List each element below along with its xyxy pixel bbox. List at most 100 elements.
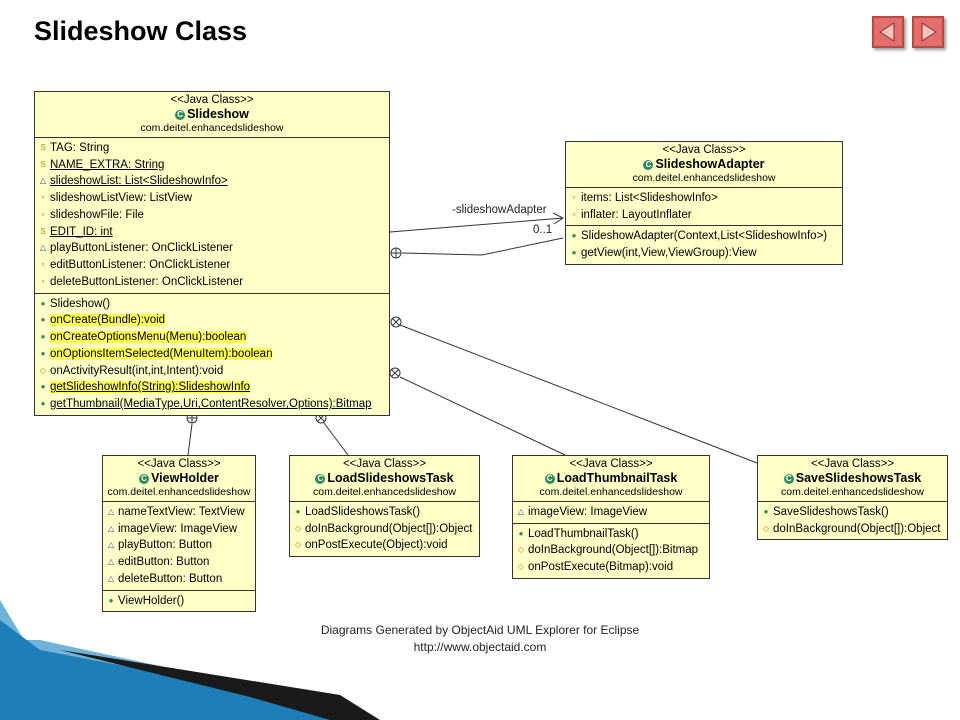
triangle-left-icon bbox=[879, 22, 895, 42]
field-row: S TAG: String bbox=[38, 140, 386, 157]
class-name-text: LoadSlideshowsTask bbox=[327, 471, 454, 485]
class-stereotype: <<Java Class>> bbox=[569, 458, 653, 470]
class-icon: C bbox=[544, 473, 555, 484]
method-text: LoadSlideshowsTask() bbox=[305, 505, 421, 518]
field-row: △imageView: ImageView bbox=[516, 504, 706, 521]
field-text: nameTextView: TextView bbox=[118, 505, 245, 518]
method-text: onPostExecute(Object):void bbox=[305, 539, 448, 552]
field-text: editButton: Button bbox=[118, 556, 210, 569]
nesting-symbol-loadthumbnail bbox=[389, 367, 401, 379]
package-visibility-icon: △ bbox=[107, 540, 115, 550]
method-row: ● onCreateOptionsMenu(Menu):boolean bbox=[38, 329, 386, 346]
ribbon-black bbox=[60, 650, 380, 720]
protected-visibility-icon: ◇ bbox=[762, 523, 770, 533]
method-text: onCreateOptionsMenu(Menu):boolean bbox=[50, 331, 247, 344]
class-package: com.deitel.enhancedslideshow bbox=[632, 172, 776, 184]
class-name-text: LoadThumbnailTask bbox=[556, 471, 678, 485]
class-fields: ▫ items: List<SlideshowInfo> ▫ inflater: La… bbox=[566, 188, 842, 227]
field-row: ▫slideshowListView: ListView bbox=[38, 190, 386, 207]
method-row: ●SlideshowAdapter(Context,List<Slideshow… bbox=[569, 228, 839, 245]
class-name-text: SlideshowAdapter bbox=[655, 157, 765, 171]
package-visibility-icon: △ bbox=[107, 573, 115, 583]
previous-slide-button[interactable] bbox=[872, 16, 904, 48]
field-row: △deleteButton: Button bbox=[106, 571, 252, 588]
constructor-icon: ● bbox=[763, 507, 769, 516]
field-text: TAG: String bbox=[50, 141, 110, 154]
constructor-icon: ● bbox=[295, 507, 301, 516]
public-visibility-icon: ● bbox=[571, 248, 577, 258]
method-text: doInBackground(Object[]):Object bbox=[305, 522, 473, 535]
static-final-icon: S bbox=[40, 226, 46, 236]
class-methods: ●LoadSlideshowsTask()◇doInBackground(Obj… bbox=[290, 502, 479, 556]
class-icon: C bbox=[139, 473, 150, 484]
association-line bbox=[389, 217, 564, 233]
static-final-icon: S bbox=[40, 143, 46, 152]
method-text: getThumbnail(MediaType,Uri,ContentResolv… bbox=[50, 397, 372, 410]
public-visibility-icon: ● bbox=[40, 315, 46, 325]
static-final-icon: S bbox=[40, 159, 46, 169]
private-visibility-icon: ▫ bbox=[572, 193, 576, 202]
method-row: ●ViewHolder() bbox=[106, 593, 252, 610]
method-row: ●onOptionsItemSelected(MenuItem):boolean bbox=[38, 346, 386, 363]
association-role-label: -slideshowAdapter bbox=[452, 204, 547, 216]
field-row: ▫ inflater: LayoutInflater bbox=[569, 207, 839, 224]
constructor-icon: ● bbox=[40, 298, 46, 308]
field-row: ▫slideshowFile: File bbox=[38, 207, 386, 224]
field-row: ▫deleteButtonListener: OnClickListener bbox=[38, 274, 386, 291]
method-row: ● SaveSlideshowsTask() bbox=[761, 504, 944, 521]
private-visibility-icon: ▫ bbox=[41, 276, 45, 286]
method-row: ●onCreate(Bundle):void bbox=[38, 312, 386, 329]
static-method-icon: ● bbox=[40, 399, 46, 409]
method-text: doInBackground(Object[]):Bitmap bbox=[528, 544, 699, 557]
field-text: playButton: Button bbox=[118, 539, 212, 552]
field-text: NAME_EXTRA: String bbox=[50, 158, 165, 171]
protected-visibility-icon: ◇ bbox=[294, 523, 302, 533]
class-methods: ●ViewHolder() bbox=[103, 591, 255, 612]
method-text: SaveSlideshowsTask() bbox=[773, 505, 889, 518]
protected-visibility-icon: ◇ bbox=[294, 540, 302, 550]
private-visibility-icon: ▫ bbox=[41, 209, 45, 219]
class-stereotype: <<Java Class>> bbox=[662, 144, 746, 156]
field-row: ▫ items: List<SlideshowInfo> bbox=[569, 190, 839, 207]
class-icon: C bbox=[643, 159, 654, 170]
method-text: onActivityResult(int,int,Intent):void bbox=[50, 364, 224, 377]
next-slide-button[interactable] bbox=[912, 16, 944, 48]
method-row: ●getSlideshowInfo(String):SlideshowInfo bbox=[38, 379, 386, 396]
field-text: items: List<SlideshowInfo> bbox=[581, 191, 718, 204]
method-text: Slideshow() bbox=[50, 297, 111, 310]
field-row: △playButtonListener: OnClickListener bbox=[38, 240, 386, 257]
field-text: inflater: LayoutInflater bbox=[581, 208, 692, 221]
method-row: ◇doInBackground(Object[]):Object bbox=[293, 521, 476, 538]
field-text: imageView: ImageView bbox=[528, 505, 648, 518]
class-icon: C bbox=[175, 109, 186, 120]
package-visibility-icon: △ bbox=[39, 243, 47, 253]
private-visibility-icon: ▫ bbox=[572, 209, 576, 219]
private-visibility-icon: ▫ bbox=[41, 260, 45, 270]
method-row: ◇onActivityResult(int,int,Intent):void bbox=[38, 363, 386, 380]
caption-credit: Diagrams Generated by ObjectAid UML Expl… bbox=[320, 623, 640, 637]
class-icon: C bbox=[315, 473, 326, 484]
public-visibility-icon: ● bbox=[40, 332, 46, 342]
package-visibility-icon: △ bbox=[517, 507, 525, 516]
private-visibility-icon: ▫ bbox=[41, 193, 45, 203]
method-text: getSlideshowInfo(String):SlideshowInfo bbox=[50, 381, 251, 394]
package-visibility-icon: △ bbox=[107, 507, 115, 516]
method-text: onOptionsItemSelected(MenuItem):boolean bbox=[50, 347, 273, 360]
method-text: LoadThumbnailTask() bbox=[528, 527, 639, 540]
package-visibility-icon: △ bbox=[107, 557, 115, 567]
nesting-line-loadthumbnail bbox=[399, 376, 566, 456]
slide-title: Slideshow Class bbox=[34, 16, 248, 46]
field-text: editButtonListener: OnClickListener bbox=[50, 259, 231, 272]
field-row: △playButton: Button bbox=[106, 537, 252, 554]
caption-url: http://www.objectaid.com bbox=[413, 640, 547, 654]
